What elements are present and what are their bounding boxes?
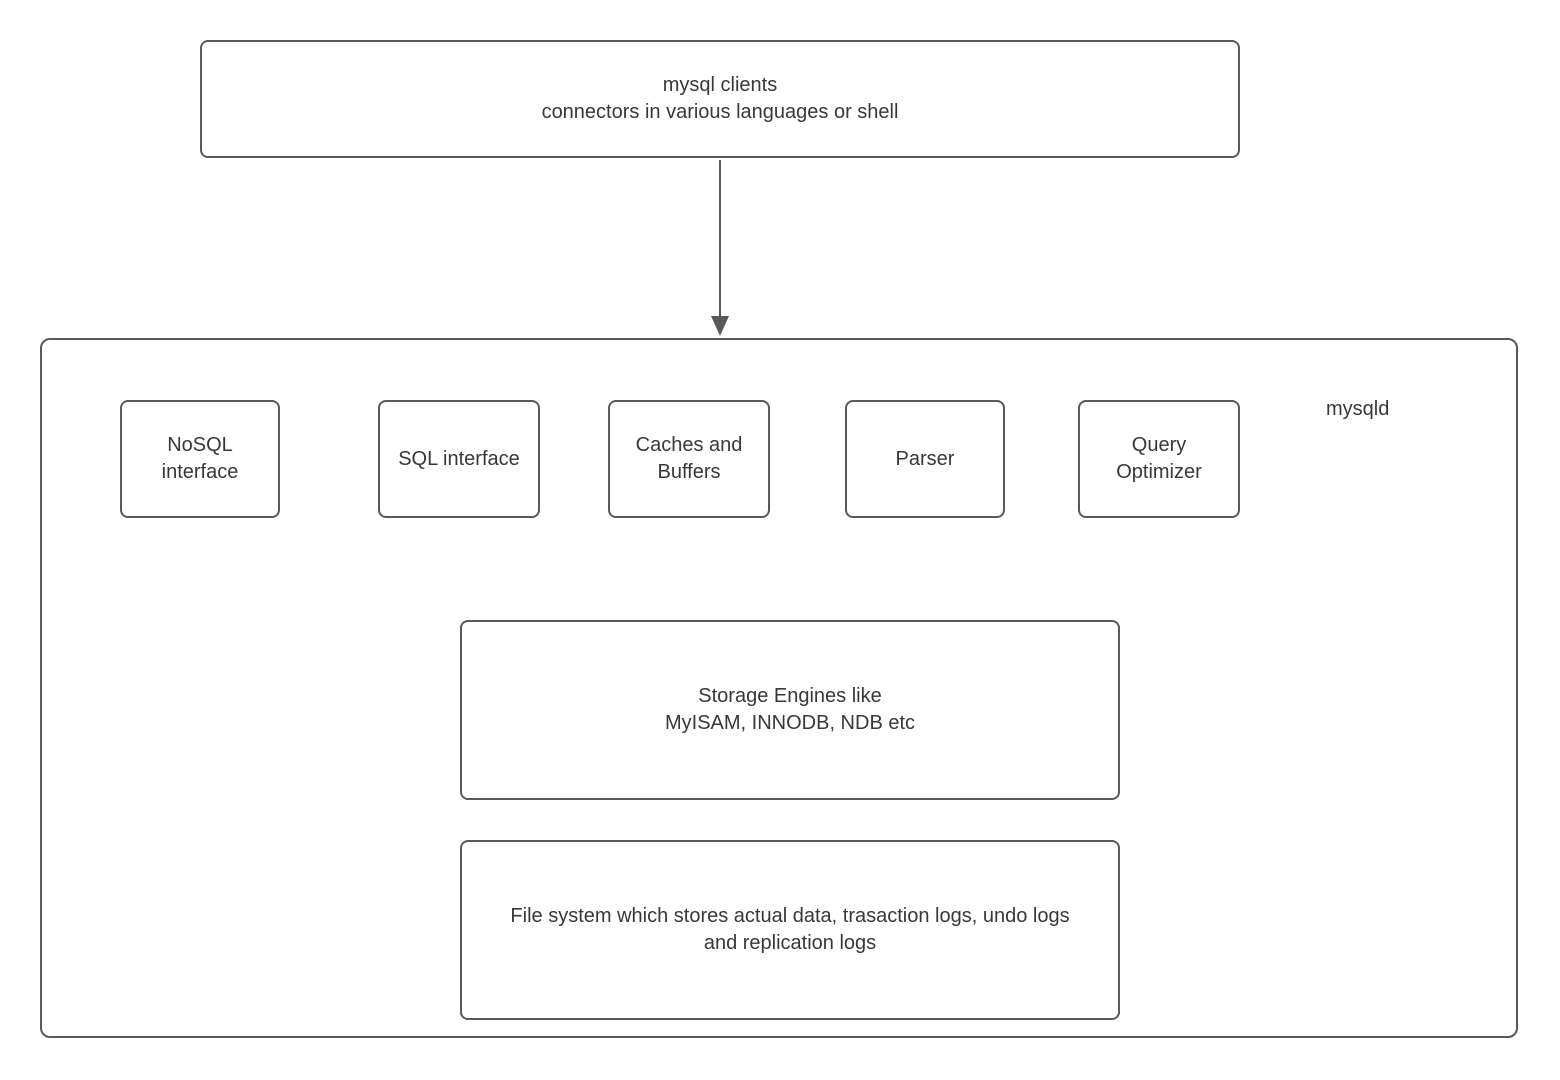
component-box-query-optimizer: Query Optimizer bbox=[1078, 400, 1240, 518]
clients-box-line2: connectors in various languages or shell bbox=[541, 101, 899, 123]
clients-box-line1: mysql clients bbox=[662, 74, 778, 96]
component-label-line: SQL interface bbox=[398, 447, 520, 470]
storage-box-line1: Storage Engines like bbox=[698, 685, 882, 707]
component-label-line: NoSQL bbox=[167, 434, 233, 456]
component-box-nosql-interface: NoSQL interface bbox=[120, 400, 280, 518]
component-box-sql-interface: SQL interface bbox=[378, 400, 540, 518]
filesystem-box-line2: and replication logs bbox=[703, 932, 877, 954]
component-label-line: Parser bbox=[895, 447, 955, 470]
component-box-parser: Parser bbox=[845, 400, 1005, 518]
mysqld-label: mysqld bbox=[1326, 398, 1390, 420]
storage-box-line2: MyISAM, INNODB, NDB etc bbox=[664, 712, 916, 734]
flow-arrow-line bbox=[719, 160, 721, 318]
component-label-line: Query bbox=[1131, 434, 1187, 456]
component-label-line: interface bbox=[161, 461, 239, 483]
flow-arrow-head-icon bbox=[711, 316, 729, 336]
component-label-line: Caches and bbox=[635, 434, 743, 456]
filesystem-box-line1: File system which stores actual data, tr… bbox=[510, 905, 1070, 927]
file-system-box: File system which stores actual data, tr… bbox=[460, 840, 1120, 1020]
clients-box: mysql clients connectors in various lang… bbox=[200, 40, 1240, 158]
component-label-line: Optimizer bbox=[1116, 461, 1202, 483]
storage-engines-box: Storage Engines like MyISAM, INNODB, NDB… bbox=[460, 620, 1120, 800]
component-label-line: Buffers bbox=[657, 461, 721, 483]
component-box-caches-and-buffers: Caches and Buffers bbox=[608, 400, 770, 518]
